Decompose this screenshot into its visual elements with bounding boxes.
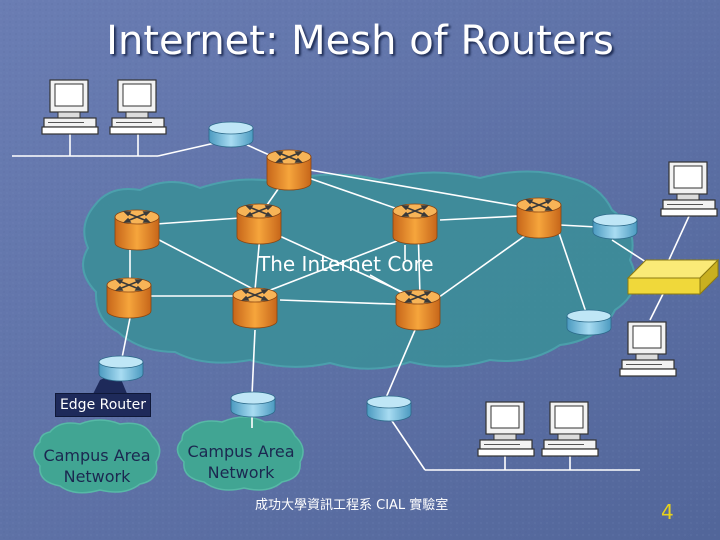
core-router-icon[interactable]: [516, 197, 562, 239]
campus-cloud-right: [176, 416, 304, 491]
campus-area-line-2: Network: [63, 467, 131, 486]
footer-text: 成功大學資訊工程系 CIAL 實驗室: [255, 498, 449, 513]
slide-title: Internet: Mesh of Routers: [106, 18, 614, 64]
edge-router-label: Edge Router: [55, 393, 151, 417]
core-router-icon[interactable]: [232, 287, 278, 329]
edge-router-icon[interactable]: [98, 355, 144, 382]
switch-icon[interactable]: [626, 258, 720, 296]
edge-router-icon[interactable]: [592, 213, 638, 240]
core-router-icon[interactable]: [392, 203, 438, 245]
edge-router-icon[interactable]: [208, 121, 254, 148]
campus-area-label-right: Campus Area Network: [182, 441, 300, 483]
campus-area-line-1: Campus Area: [43, 446, 151, 465]
campus-area-label-left: Campus Area Network: [38, 445, 156, 487]
core-router-icon[interactable]: [395, 289, 441, 331]
campus-cloud-left: [33, 419, 161, 494]
campus-area-line-1: Campus Area: [187, 442, 295, 461]
edge-router-icon[interactable]: [366, 395, 412, 422]
core-router-icon[interactable]: [114, 209, 160, 251]
edge-router-icon[interactable]: [566, 309, 612, 336]
page-number: 4: [661, 500, 674, 524]
edge-router-icon[interactable]: [230, 391, 276, 418]
internet-core-label: The Internet Core: [258, 252, 434, 276]
core-router-icon[interactable]: [106, 277, 152, 319]
core-router-icon[interactable]: [236, 203, 282, 245]
campus-area-line-2: Network: [207, 463, 275, 482]
core-router-icon[interactable]: [266, 149, 312, 191]
